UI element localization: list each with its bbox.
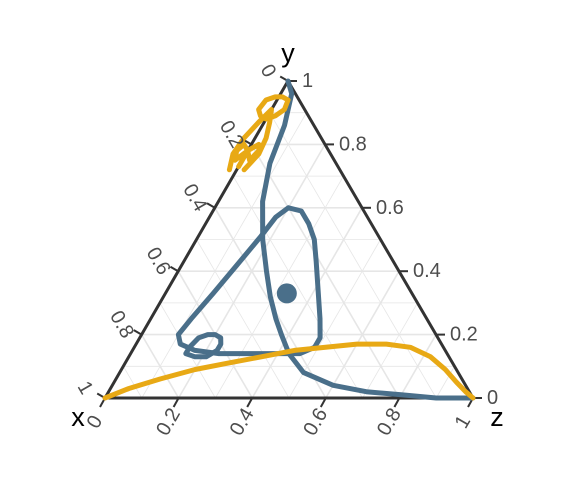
series-path-gold-3 (102, 341, 476, 401)
tick-left (133, 329, 143, 336)
grid-line (269, 112, 437, 399)
triangle-frame (103, 79, 475, 400)
series-path-blue-2 (183, 332, 224, 360)
tick-label-right: 0.8 (339, 133, 367, 155)
tick-label-left: 0.4 (178, 180, 211, 215)
tick-label-bottom: 0.4 (226, 404, 259, 439)
grid-line (232, 175, 363, 399)
tick-label-left: 0.8 (105, 307, 138, 342)
tick-label-right: 0.6 (376, 197, 404, 219)
data-point (276, 283, 297, 304)
series-layer (102, 78, 476, 401)
axis-title-z: z (490, 402, 504, 432)
grid-line (325, 270, 400, 399)
tick-label-right: 0.4 (413, 260, 441, 282)
axis-title-x: x (71, 402, 85, 432)
grid-line (140, 334, 180, 399)
tick-bottom (319, 397, 327, 408)
tick-bottom (393, 397, 401, 408)
tick-bottom (172, 397, 180, 408)
tick-label-left: 0 (256, 61, 281, 82)
tick-label-right: 1 (302, 70, 313, 92)
axis-title-y: y (281, 38, 295, 68)
tick-label-bottom: 0 (83, 412, 108, 433)
series-path-gold-6 (232, 141, 262, 170)
tick-left (206, 202, 216, 209)
series-path-blue-0 (260, 78, 476, 401)
series-path-blue-1 (175, 205, 323, 357)
tick-label-right: 0 (487, 387, 498, 409)
tick-left (169, 265, 179, 273)
grid-line (398, 334, 437, 399)
tick-label-left: 1 (73, 378, 98, 399)
grid-line (196, 239, 290, 399)
triangle-outline (103, 79, 475, 400)
grid-line (122, 366, 143, 399)
grid-line (141, 112, 307, 399)
tick-label-left: 0.6 (142, 244, 175, 279)
series-path-gold-4 (256, 94, 291, 122)
tick-label-bottom: 0.6 (299, 404, 332, 439)
tick-label-bottom: 1 (451, 412, 476, 433)
grid-line (362, 302, 418, 399)
grid-line (435, 366, 455, 399)
tick-label-bottom: 0.8 (373, 404, 406, 439)
axis-titles: x y z (71, 38, 504, 432)
tick-bottom (246, 397, 254, 408)
tick-label-bottom: 0.2 (152, 404, 185, 439)
tick-label-right: 0.2 (450, 324, 478, 346)
